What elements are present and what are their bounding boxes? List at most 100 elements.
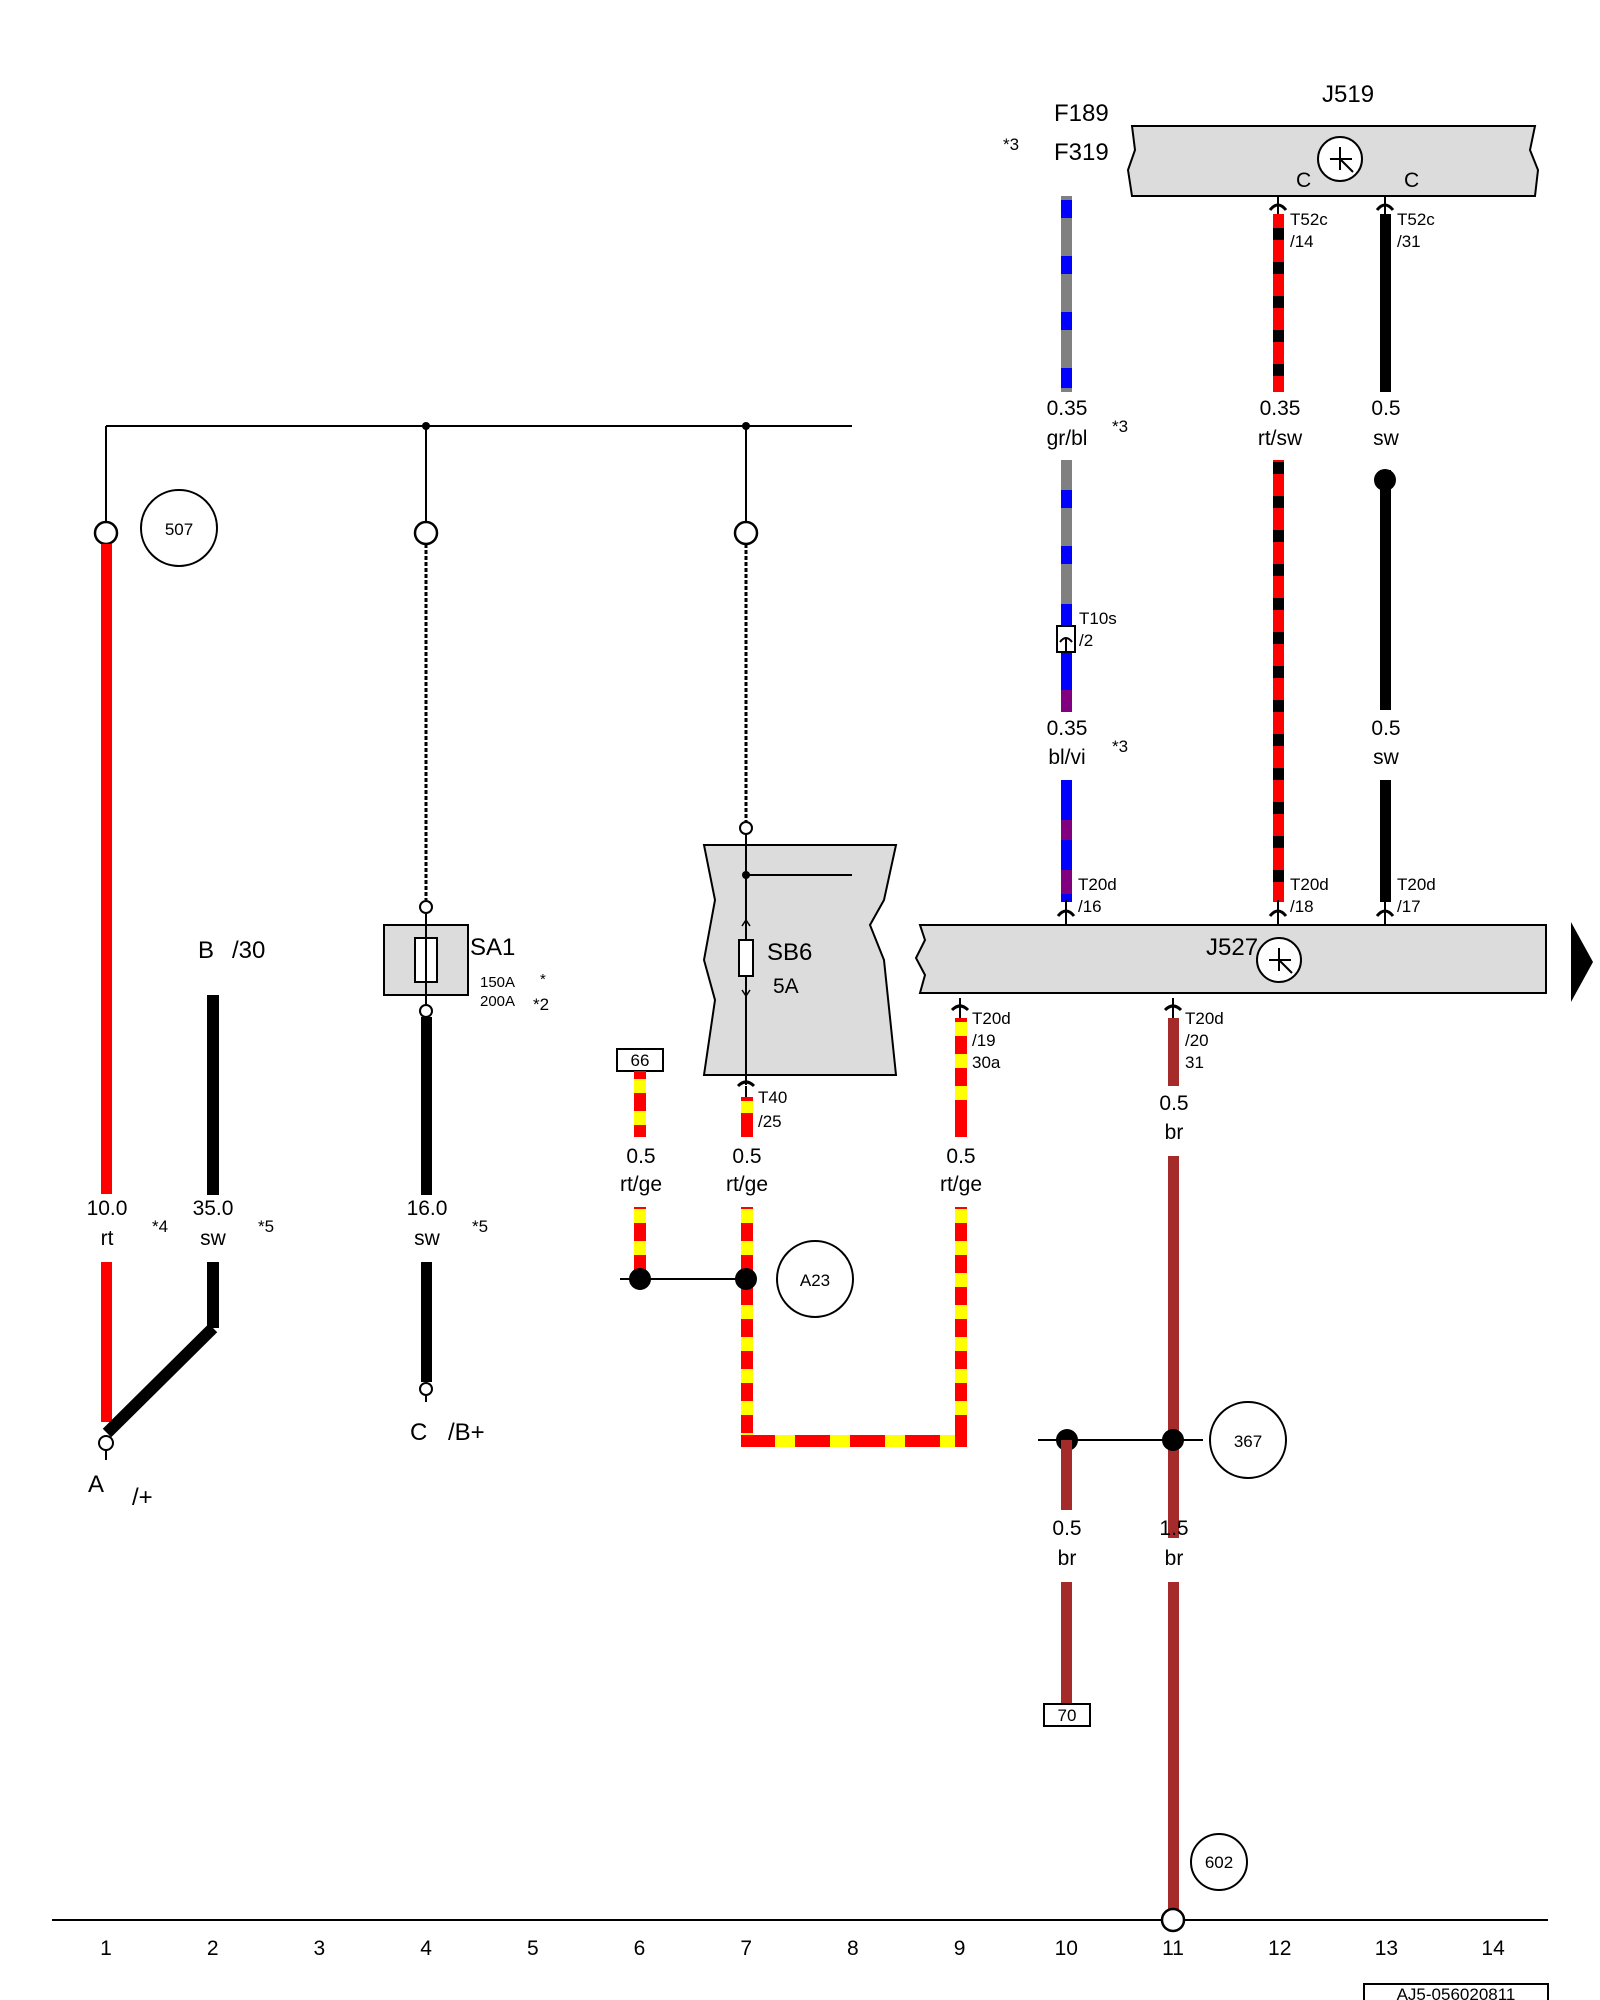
pin-t20d-20-line1: T20d bbox=[1185, 1009, 1224, 1028]
circle-367: 367 bbox=[1209, 1401, 1287, 1479]
pin-t52c-14-symbol bbox=[1268, 196, 1288, 214]
wire10c-size: 0.5 bbox=[1052, 1517, 1081, 1540]
wire12-color: rt/sw bbox=[1258, 427, 1303, 450]
j519-connector-c1: C bbox=[1296, 169, 1311, 192]
pin-t20d-19-line2: /19 bbox=[972, 1031, 996, 1050]
wire12-size: 0.35 bbox=[1260, 397, 1301, 420]
box-66: 66 bbox=[616, 1048, 664, 1072]
column-number: 9 bbox=[954, 1937, 966, 1960]
terminal-b-label: /30 bbox=[232, 937, 265, 964]
box-66-label: 66 bbox=[631, 1051, 650, 1070]
pin-t20d-18-line2: /18 bbox=[1290, 897, 1314, 916]
pin-t20d-19-line3: 30a bbox=[972, 1053, 1001, 1072]
wire13a-size: 0.5 bbox=[1371, 397, 1400, 420]
sa1-name: SA1 bbox=[470, 934, 515, 961]
sb6-rating: 5A bbox=[773, 975, 799, 998]
column-number: 4 bbox=[420, 1937, 432, 1960]
wire10a-color: gr/bl bbox=[1047, 427, 1088, 450]
footer-code: AJ5-056020811 bbox=[1397, 1985, 1516, 2000]
wire6-size: 0.5 bbox=[626, 1145, 655, 1168]
wire2-size: 35.0 bbox=[193, 1197, 234, 1220]
wire2-color: sw bbox=[200, 1227, 227, 1250]
wire-col13 bbox=[1374, 214, 1396, 902]
circle-602: 602 bbox=[1190, 1833, 1248, 1891]
wire9-size: 0.5 bbox=[946, 1145, 975, 1168]
pin-t20d-20-line2: /20 bbox=[1185, 1031, 1209, 1050]
column-number: 10 bbox=[1055, 1937, 1078, 1960]
pin-t20d-17-line1: T20d bbox=[1397, 875, 1436, 894]
sa1-rating1-note: * bbox=[540, 971, 546, 988]
pin-t20d-17-line2: /17 bbox=[1397, 897, 1421, 916]
wire11a-color: br bbox=[1165, 1121, 1184, 1144]
wire10a-note: *3 bbox=[1112, 417, 1128, 436]
wire10b-note: *3 bbox=[1112, 737, 1128, 756]
wire1-size: 10.0 bbox=[87, 1197, 128, 1220]
pin-t40-line1: T40 bbox=[758, 1088, 787, 1107]
wire9-color: rt/ge bbox=[940, 1173, 982, 1196]
wire11a-size: 0.5 bbox=[1159, 1092, 1188, 1115]
sa1-rating2: 200A bbox=[480, 993, 515, 1010]
wire10b-color: bl/vi bbox=[1048, 746, 1085, 769]
wire-col2 bbox=[98, 995, 219, 1460]
pin-t52c-31-line2: /31 bbox=[1397, 232, 1421, 251]
box-70-label: 70 bbox=[1058, 1706, 1077, 1725]
f-note: *3 bbox=[1003, 135, 1019, 154]
wire1-color: rt bbox=[101, 1227, 114, 1250]
wire13b-size: 0.5 bbox=[1371, 717, 1400, 740]
terminal-b-letter: B bbox=[198, 937, 214, 964]
circle-507: 507 bbox=[140, 489, 218, 567]
wire2-note: *5 bbox=[258, 1217, 274, 1236]
wire1-note: *4 bbox=[152, 1217, 168, 1236]
wire-col9 bbox=[955, 1018, 967, 1447]
wire7-size: 0.5 bbox=[732, 1145, 761, 1168]
column-number: 12 bbox=[1268, 1937, 1291, 1960]
wire-col10-upper bbox=[1061, 196, 1072, 902]
pin-t20d-20-symbol bbox=[1163, 998, 1183, 1018]
wire13a-color: sw bbox=[1373, 427, 1400, 450]
wire-col12 bbox=[1273, 214, 1284, 902]
sb6-name: SB6 bbox=[767, 939, 812, 966]
wire-col10-lower bbox=[1038, 1429, 1203, 1705]
column-number: 3 bbox=[314, 1937, 326, 1960]
j527-name: J527 bbox=[1206, 934, 1258, 961]
pin-t20d-17-symbol bbox=[1375, 900, 1395, 925]
circle-a23-label: A23 bbox=[800, 1271, 830, 1290]
j519-connector-c2: C bbox=[1404, 169, 1419, 192]
pin-t52c-31-line1: T52c bbox=[1397, 210, 1435, 229]
control-unit-j527 bbox=[914, 922, 1593, 1002]
pin-t52c-31-symbol bbox=[1375, 196, 1395, 214]
sa1-rating2-note: *2 bbox=[533, 995, 549, 1014]
wire4-size: 16.0 bbox=[407, 1197, 448, 1220]
ground-rail bbox=[52, 1907, 1548, 1933]
circle-367-label: 367 bbox=[1234, 1432, 1262, 1451]
wire6-color: rt/ge bbox=[620, 1173, 662, 1196]
wire10a-size: 0.35 bbox=[1047, 397, 1088, 420]
wire13b-color: sw bbox=[1373, 746, 1400, 769]
wire-col11 bbox=[1162, 1018, 1184, 1912]
pin-t20d-18-line1: T20d bbox=[1290, 875, 1329, 894]
column-number: 11 bbox=[1162, 1937, 1184, 1960]
pin-t52c-14-line1: T52c bbox=[1290, 210, 1328, 229]
box-70: 70 bbox=[1043, 1703, 1091, 1727]
wire4-color: sw bbox=[414, 1227, 441, 1250]
wire10b-size: 0.35 bbox=[1047, 717, 1088, 740]
wire-u-bottom bbox=[741, 1435, 967, 1447]
pin-t20d-16-line2: /16 bbox=[1078, 897, 1102, 916]
pin-t10s-2-symbol bbox=[1056, 625, 1076, 653]
pin-t52c-14-line2: /14 bbox=[1290, 232, 1314, 251]
wire-col7 bbox=[735, 1097, 757, 1447]
column-number: 1 bbox=[100, 1937, 112, 1960]
j519-name: J519 bbox=[1322, 81, 1374, 108]
pin-t10s-line2: /2 bbox=[1079, 631, 1093, 650]
pin-t20d-20-line3: 31 bbox=[1185, 1053, 1204, 1072]
control-unit-j519 bbox=[1126, 125, 1540, 197]
column-number: 6 bbox=[634, 1937, 646, 1960]
pin-t10s-line1: T10s bbox=[1079, 609, 1117, 628]
pin-t20d-18-symbol bbox=[1268, 900, 1288, 925]
pin-t20d-19-symbol bbox=[950, 998, 970, 1018]
wire4-note: *5 bbox=[472, 1217, 488, 1236]
sa1-rating1: 150A bbox=[480, 974, 515, 991]
f189-label: F189 bbox=[1054, 100, 1109, 127]
